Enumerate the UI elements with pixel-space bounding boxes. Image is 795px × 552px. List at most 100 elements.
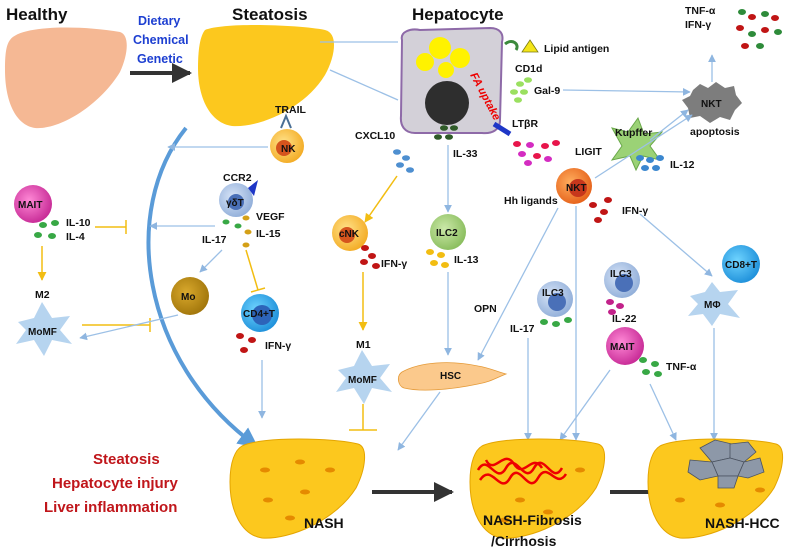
hsc-label: HSC xyxy=(440,371,461,382)
gal9-dots xyxy=(510,77,532,103)
steatosis-to-nash-curve xyxy=(146,126,259,448)
apoptosis-label: apoptosis xyxy=(690,126,740,138)
momf-left-cell xyxy=(16,302,72,356)
il15-inhibit-bar xyxy=(250,287,266,293)
nkt-to-hsc-arrow xyxy=(477,207,559,361)
hsc-to-nash-arrow xyxy=(397,391,441,451)
header-hepatocyte: Hepatocyte xyxy=(412,5,504,24)
il15-inhibit xyxy=(245,249,259,291)
tnfa-top-label: TNF-α xyxy=(685,5,716,17)
cxcl10-dots xyxy=(393,149,414,173)
m1-label: M1 xyxy=(356,339,371,351)
tnfa-mait-dots xyxy=(639,357,662,377)
macrophage-cell xyxy=(688,282,740,326)
outcome-liver-inflammation: Liver inflammation xyxy=(44,499,177,516)
cxcl10-label: CXCL10 xyxy=(355,130,395,142)
macrophage-label: MΦ xyxy=(704,300,721,311)
header-steatosis: Steatosis xyxy=(232,5,308,24)
ccr2-receptor-icon xyxy=(248,180,258,196)
fibrosis-label-line2: /Cirrhosis xyxy=(491,533,557,549)
hcc-lipid-dots xyxy=(675,487,765,508)
steatosis-liver xyxy=(198,25,335,127)
steatosis-to-hepatocyte-link2 xyxy=(329,69,399,101)
ltbr-receptor-icon xyxy=(492,121,512,137)
il17-left-label: IL-17 xyxy=(202,234,227,246)
hcc-label: NASH-HCC xyxy=(705,515,780,531)
il13-label: IL-13 xyxy=(454,254,479,266)
ccr2-label: CCR2 xyxy=(223,172,252,184)
ilc3-b-nucleus xyxy=(615,274,633,292)
cause-genetic: Genetic xyxy=(137,52,183,66)
ilc2-label: ILC2 xyxy=(436,228,458,239)
il4-label: IL-4 xyxy=(66,231,85,243)
il13-dots xyxy=(426,249,449,268)
nkt-nucleus xyxy=(569,179,587,197)
nk-label: NK xyxy=(281,144,296,155)
il12-dots xyxy=(636,155,664,171)
il15-label: IL-15 xyxy=(256,228,281,240)
ydt-label: γδT xyxy=(226,198,244,209)
mait-to-fibrosis-arrow xyxy=(559,369,611,441)
outcome-steatosis: Steatosis xyxy=(93,451,160,468)
mo-label: Mo xyxy=(181,292,195,303)
healthy-liver xyxy=(5,27,127,129)
ligit-label: LIGIT xyxy=(575,146,602,158)
cd8t-cell xyxy=(722,245,760,283)
mait-top-dots xyxy=(34,220,59,239)
ligit-dots xyxy=(513,140,560,166)
il17-ilc3-label: IL-17 xyxy=(510,323,535,335)
mo-cell xyxy=(171,277,209,315)
il12-label: IL-12 xyxy=(670,159,695,171)
ltbr-label: LTβR xyxy=(512,118,538,130)
nkt-label: NKT xyxy=(566,183,587,194)
nash-liver xyxy=(229,438,365,539)
cd1d-receptor-icon xyxy=(504,40,519,51)
ilc2-cell xyxy=(430,214,466,250)
gal9-label: Gal-9 xyxy=(534,85,560,97)
top-cytokine-dots xyxy=(736,9,782,49)
mait-top-cell xyxy=(14,185,52,223)
ilc3-a-nucleus xyxy=(548,293,566,311)
nkt-apoptosis-cell xyxy=(682,82,742,123)
nash-lipid-dots xyxy=(260,459,335,521)
lipid-antigen-label: Lipid antigen xyxy=(544,43,609,55)
outcome-hepatocyte-injury: Hepatocyte injury xyxy=(52,475,179,492)
kupffer-to-apoptosis-arrow xyxy=(649,109,689,141)
ifng-cnk-label: IFN-γ xyxy=(381,258,407,270)
opn-label: OPN xyxy=(474,303,497,315)
lipid-droplet xyxy=(450,48,470,68)
header-healthy: Healthy xyxy=(6,5,68,24)
fibrosis-label-line1: NASH-Fibrosis xyxy=(483,512,582,528)
lipid-droplet xyxy=(416,53,434,71)
ifng-nkt-label: IFN-γ xyxy=(622,205,648,217)
momf-mid-cell xyxy=(336,350,392,404)
mait-bottom-label: MAIT xyxy=(610,342,634,353)
vegf-label: VEGF xyxy=(256,211,285,223)
mait-top-label: MAIT xyxy=(18,200,42,211)
lipid-droplet xyxy=(429,37,451,59)
nkt-to-macrophage-arrow xyxy=(639,213,713,277)
hepatocyte-nucleus xyxy=(425,81,469,125)
ilc3-dots xyxy=(540,299,624,327)
il22-label: IL-22 xyxy=(612,313,637,325)
il10-label: IL-10 xyxy=(66,217,91,229)
tnfa-mait-label: TNF-α xyxy=(666,361,697,373)
ydt-to-mo-arrow xyxy=(199,249,223,273)
mait-bottom-cell xyxy=(606,327,644,365)
hsc-cell xyxy=(398,362,508,391)
cxcl10-to-cnk-arrow xyxy=(364,175,398,223)
ydt-dots xyxy=(222,215,252,248)
tumor-cluster-icon xyxy=(687,439,765,489)
ifng-top-label: IFN-γ xyxy=(685,19,711,31)
ifng-cd4-dots xyxy=(236,333,256,353)
nkt-apoptosis-label: NKT xyxy=(701,99,722,110)
ifng-nkt-dots xyxy=(589,197,612,223)
trail-label: TRAIL xyxy=(275,104,306,116)
momf-left-label: MoMF xyxy=(28,327,57,338)
cd4t-nucleus xyxy=(252,305,272,325)
cd8t-label: CD8+T xyxy=(725,260,757,271)
cd4t-label: CD4+T xyxy=(243,309,275,320)
lipid-droplet xyxy=(438,62,454,78)
cnk-label: cNK xyxy=(339,229,360,240)
